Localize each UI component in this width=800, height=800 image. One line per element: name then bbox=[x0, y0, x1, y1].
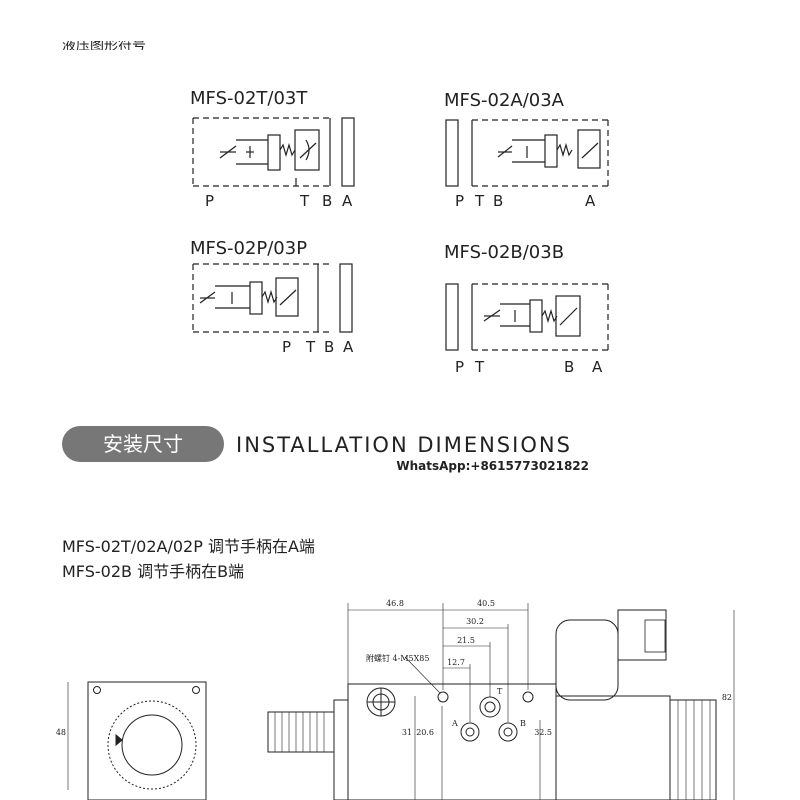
drawing-port-a: A bbox=[451, 719, 458, 728]
knob bbox=[121, 714, 183, 776]
dim-21-5: 21.5 bbox=[457, 636, 475, 645]
symbol-ports: P T B A bbox=[282, 338, 354, 356]
side-view-body bbox=[87, 681, 207, 800]
dim-40-5: 40.5 bbox=[477, 599, 495, 608]
section-badge-text: 安装尺寸 bbox=[103, 432, 183, 456]
drawing-port-t: T bbox=[497, 687, 503, 696]
top-caption-fragment: 液压图形符号 bbox=[62, 38, 146, 54]
solenoid-coil bbox=[555, 619, 619, 701]
symbol-title: MFS-02P/03P bbox=[190, 238, 307, 259]
symbol-title: MFS-02B/03B bbox=[444, 242, 564, 263]
port-t: T bbox=[474, 192, 485, 210]
port-a: A bbox=[592, 358, 603, 376]
note-line-1: MFS-02T/02A/02P 调节手柄在A端 bbox=[62, 537, 315, 556]
contact-info: WhatsApp:+8615773021822 bbox=[396, 459, 589, 473]
dim-32-5: 32.5 bbox=[534, 728, 552, 737]
dimension-labels: 46.8 40.5 30.2 21.5 12.7 48 31 20.6 32.5… bbox=[56, 599, 732, 737]
symbol-mfs-02p: MFS-02P/03P P T B A bbox=[190, 238, 354, 356]
mount-hole bbox=[93, 686, 101, 694]
symbol-ports: P T B A bbox=[455, 358, 603, 376]
screw-note: 附螺钉 4-M5X85 bbox=[366, 653, 430, 663]
symbol-mfs-02a: MFS-02A/03A P T B A bbox=[444, 90, 609, 210]
port-a: A bbox=[342, 192, 353, 210]
section-title: INSTALLATION DIMENSIONS bbox=[236, 433, 572, 457]
dim-31: 31 bbox=[402, 728, 412, 737]
dim-82: 82 bbox=[722, 693, 732, 702]
dim-12-7: 12.7 bbox=[447, 658, 465, 667]
port-t: T bbox=[474, 358, 485, 376]
dim-30-2: 30.2 bbox=[466, 617, 484, 626]
port-t: T bbox=[299, 192, 310, 210]
connector-plug bbox=[617, 609, 667, 661]
mount-hole bbox=[192, 686, 200, 694]
port-b: B bbox=[564, 358, 575, 376]
symbol-mfs-02b: MFS-02B/03B P T B A bbox=[444, 242, 609, 376]
symbol-title: MFS-02T/03T bbox=[190, 88, 308, 109]
port-p: P bbox=[455, 192, 465, 210]
dim-46-8: 46.8 bbox=[386, 599, 404, 608]
note-line-2: MFS-02B 调节手柄在B端 bbox=[62, 562, 244, 581]
installation-drawing bbox=[67, 603, 735, 800]
port-b: B bbox=[493, 192, 504, 210]
port-p: P bbox=[282, 338, 292, 356]
dim-48: 48 bbox=[56, 728, 66, 737]
port-b: B bbox=[324, 338, 335, 356]
symbol-mfs-02t: MFS-02T/03T P T B A bbox=[190, 88, 355, 210]
symbol-ports: P T B A bbox=[455, 192, 596, 210]
section-badge bbox=[62, 426, 224, 462]
port-p: P bbox=[205, 192, 215, 210]
symbol-ports: P T B A bbox=[205, 192, 353, 210]
port-t: T bbox=[305, 338, 316, 356]
port-b: B bbox=[322, 192, 333, 210]
knob-dial bbox=[107, 700, 197, 790]
symbol-title: MFS-02A/03A bbox=[444, 90, 565, 111]
drawing-port-b: B bbox=[520, 719, 526, 728]
port-a: A bbox=[585, 192, 596, 210]
dim-20-6: 20.6 bbox=[416, 728, 434, 737]
section-header: 安装尺寸 INSTALLATION DIMENSIONS WhatsApp:+8… bbox=[62, 426, 589, 473]
port-a: A bbox=[343, 338, 354, 356]
port-p: P bbox=[455, 358, 465, 376]
solenoid-end bbox=[669, 699, 717, 800]
dial-pointer bbox=[115, 733, 123, 747]
